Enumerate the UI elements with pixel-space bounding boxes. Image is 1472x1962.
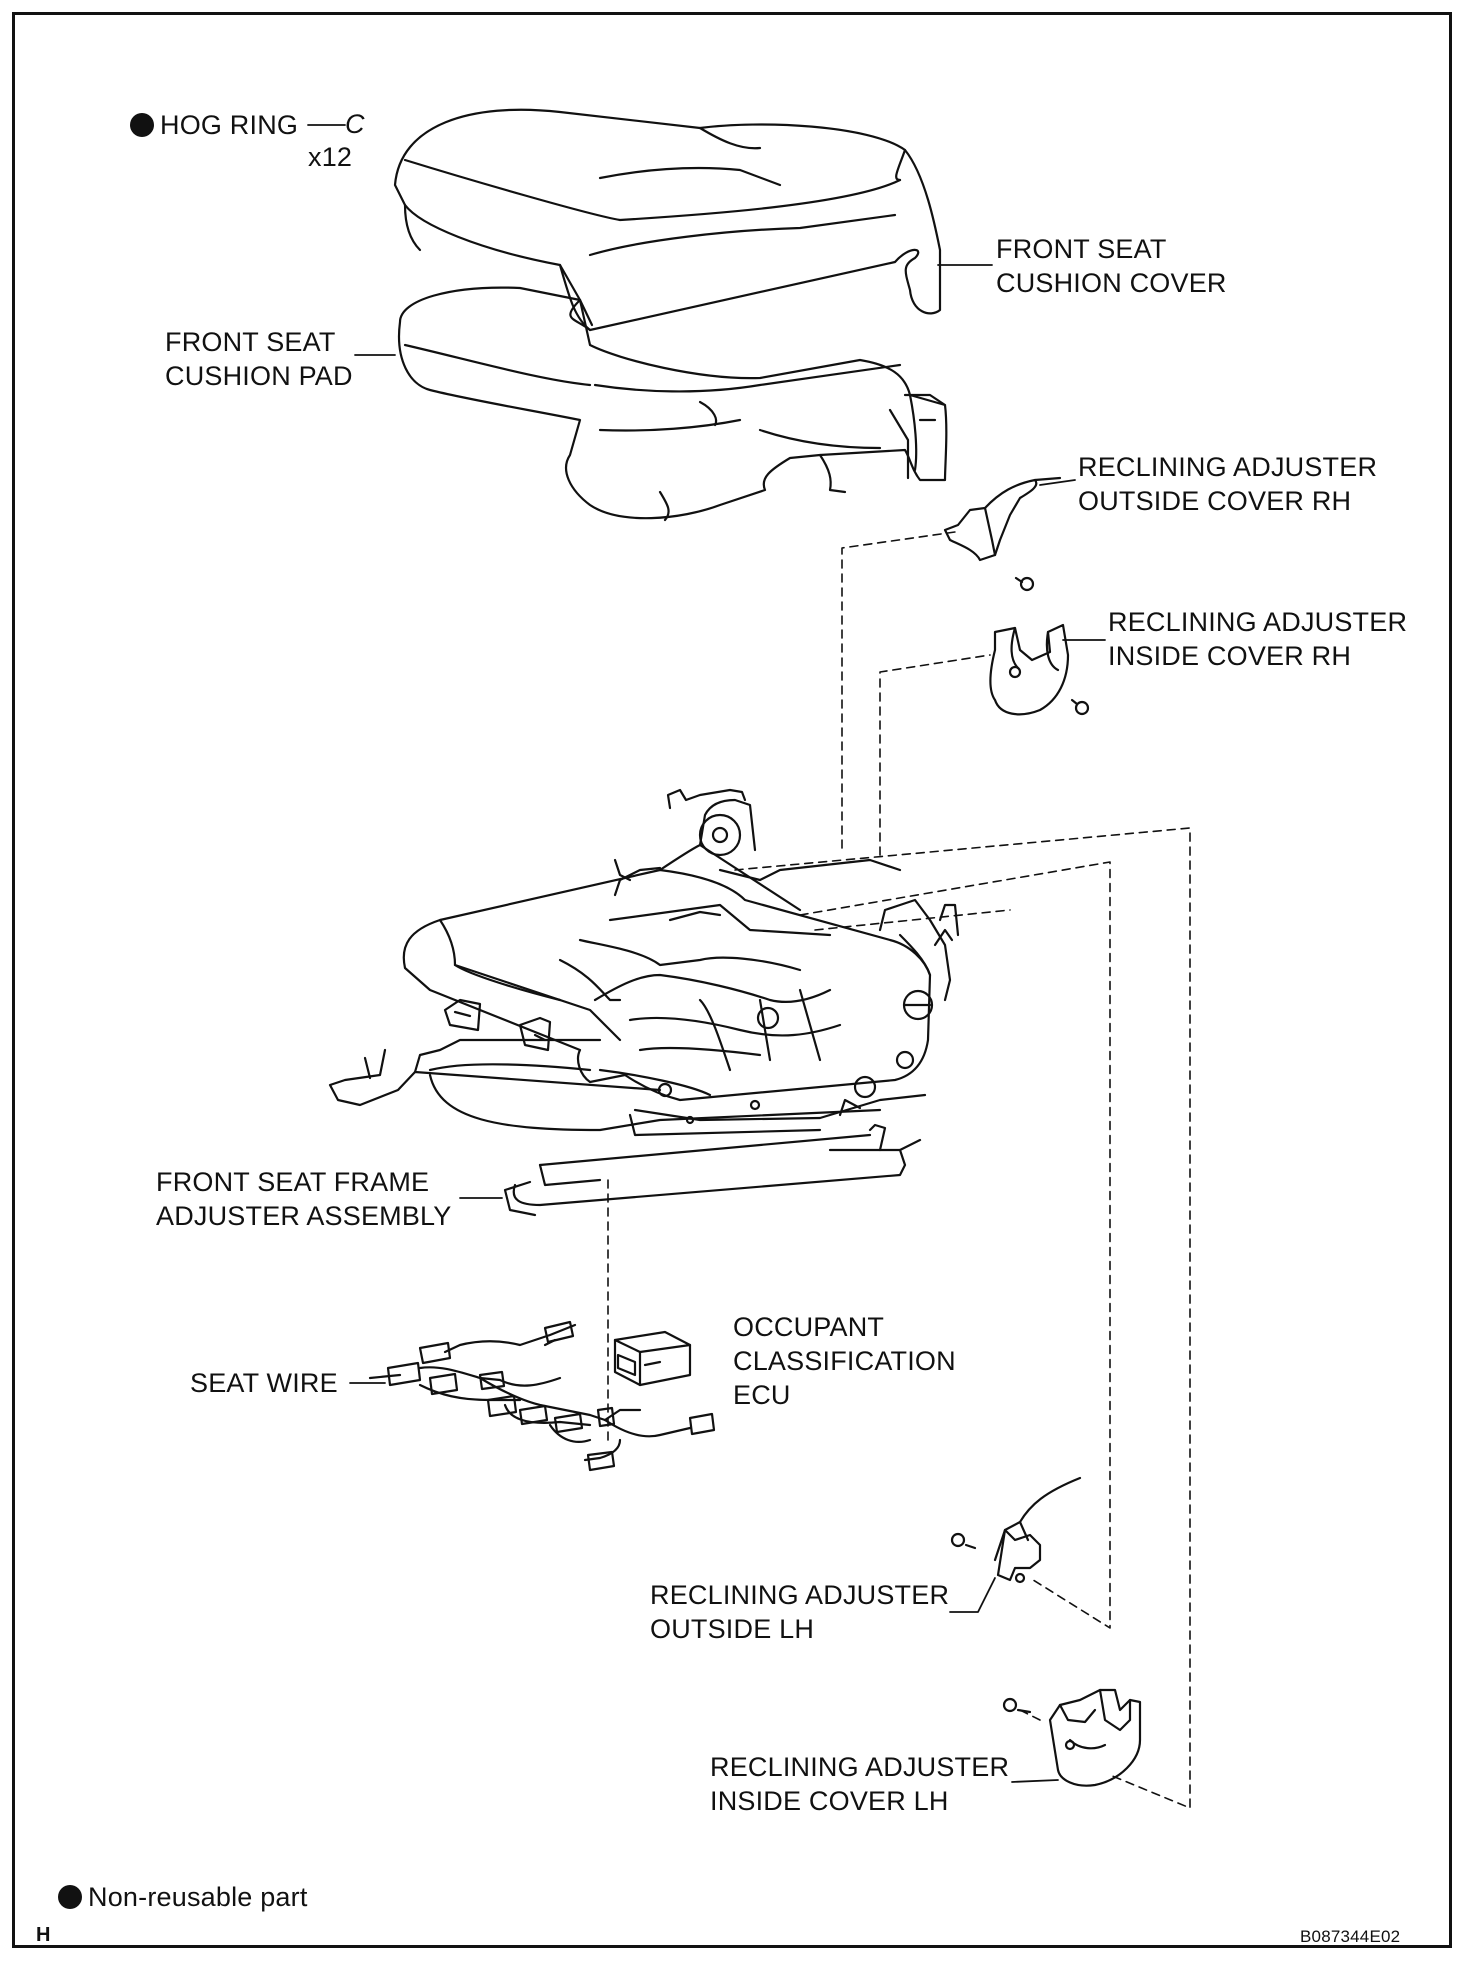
inside-cover-rh-drawing — [989, 623, 1090, 716]
cushion-pad-drawing — [397, 286, 948, 522]
hog-ring-qty: x12 — [308, 142, 353, 172]
inside-cover-lh-drawing — [1002, 1688, 1142, 1787]
corner-letter: H — [36, 1924, 51, 1946]
inside-cover-lh-label: RECLINING ADJUSTER INSIDE COVER LH — [710, 1752, 1010, 1816]
seat-wire-label: SEAT WIRE — [190, 1368, 338, 1398]
assembly-dashed-lines — [607, 531, 1191, 1809]
diagram-frame — [12, 12, 1452, 1948]
ecu-drawing — [613, 1330, 692, 1387]
figure-id: B087344E02 — [1300, 1927, 1401, 1946]
cushion-cover-drawing — [393, 108, 942, 332]
outside-cover-rh-label: RECLINING ADJUSTER OUTSIDE COVER RH — [1078, 452, 1378, 516]
outside-lh-label: RECLINING ADJUSTER OUTSIDE LH — [650, 1580, 950, 1644]
cushion-cover-label: FRONT SEAT CUSHION COVER — [996, 234, 1227, 298]
cushion-pad-label: FRONT SEAT CUSHION PAD — [165, 327, 353, 391]
legend-non-reusable: Non-reusable part — [58, 1880, 308, 1914]
seat-wire-drawing — [368, 1320, 716, 1472]
outside-lh-drawing — [950, 1476, 1082, 1584]
non-reusable-dot-icon — [58, 1885, 82, 1909]
frame-adjuster-drawing — [328, 788, 960, 1217]
inside-cover-rh-label: RECLINING ADJUSTER INSIDE COVER RH — [1108, 607, 1408, 671]
frame-adjuster-label: FRONT SEAT FRAME ADJUSTER ASSEMBLY — [156, 1167, 452, 1231]
ecu-label: OCCUPANT CLASSIFICATION ECU — [733, 1312, 956, 1410]
outside-cover-rh-drawing — [943, 476, 1062, 592]
leader-lines — [307, 124, 1106, 1783]
hog-ring-code: C — [345, 109, 365, 139]
hog-ring-label: HOG RING — [130, 108, 298, 142]
non-reusable-dot-icon — [130, 113, 154, 137]
